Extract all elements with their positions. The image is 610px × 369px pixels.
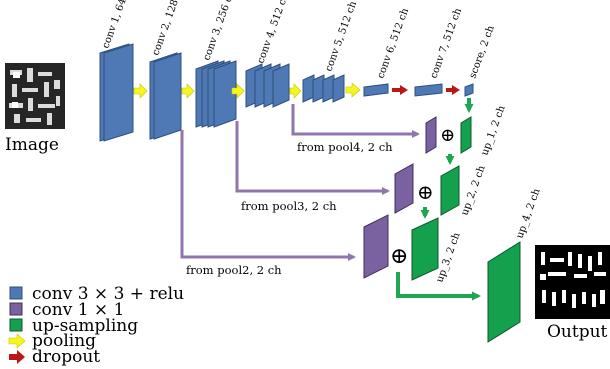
score-label: score, 2 ch (467, 24, 496, 80)
conv2-label: conv 2, 128 ch (150, 0, 186, 57)
legend-conv3x3-swatch (9, 286, 23, 300)
up1-block (460, 116, 472, 154)
legend-item-conv1x1: conv 1 × 1 (9, 300, 124, 320)
sum-symbol-3: ⊕ (390, 244, 408, 269)
pool2-conv1x1-block (363, 214, 389, 279)
skip-pool2-line (180, 130, 356, 261)
score-block (464, 83, 474, 97)
conv5-label: conv 5, 512 ch (323, 0, 359, 73)
up4-block (487, 241, 521, 343)
legend-pooling-arrow-icon (8, 333, 26, 349)
legend-item-dropout: dropout (9, 347, 100, 367)
up1-label: up_1, 2 ch (479, 104, 507, 157)
output-label: Output (547, 322, 608, 342)
pool-arrow-1 (133, 83, 148, 99)
pool-arrow-3 (231, 83, 245, 99)
legend-upsampling-text: up-sampling (32, 316, 138, 336)
legend-item-upsampling: up-sampling (9, 316, 138, 336)
legend-dropout-text: dropout (32, 347, 100, 367)
legend-conv1x1-text: conv 1 × 1 (32, 300, 124, 320)
conv7-label: conv 7, 512 ch (428, 6, 464, 80)
pool-arrow-4 (289, 83, 302, 99)
up3-block (411, 217, 439, 281)
conv2-block (149, 52, 182, 140)
skip-pool2-label: from pool2, 2 ch (186, 263, 282, 277)
pool4-conv1x1-block (425, 116, 437, 154)
dropout-arrow-2 (446, 85, 460, 95)
skip-pool4-label: from pool4, 2 ch (297, 140, 393, 154)
skip-pool3-label: from pool3, 2 ch (241, 199, 337, 213)
up2-block (440, 165, 460, 216)
legend-dropout-arrow-icon (9, 350, 25, 364)
sum-symbol-1: ⊕ (440, 125, 455, 146)
legend-item-pooling: pooling (8, 331, 96, 351)
pool-arrow-2 (181, 83, 195, 99)
conv5-block (302, 74, 345, 103)
conv6-label: conv 6, 512 ch (375, 6, 411, 80)
dropout-arrow-1 (392, 85, 408, 95)
conv6-block (363, 83, 389, 97)
sum-symbol-2: ⊕ (417, 180, 434, 204)
up4-label: up_4, 2 ch (514, 187, 542, 240)
legend-conv1x1-swatch (9, 302, 23, 316)
legend-pooling-text: pooling (32, 331, 96, 351)
legend-item-conv3x3: conv 3 × 3 + relu (9, 284, 184, 304)
skip-pool4-line (291, 104, 420, 138)
skip-pool3-line (235, 121, 390, 195)
pool-arrow-5 (345, 82, 361, 98)
up3-to-up4-arrow (396, 272, 481, 301)
up3-label: up_3, 2 ch (434, 231, 462, 284)
input-label: Image (5, 135, 59, 155)
conv7-block (414, 83, 443, 97)
output-image (535, 245, 610, 319)
legend-upsampling-swatch (9, 318, 23, 332)
input-image (5, 63, 65, 129)
legend: conv 3 × 3 + relu conv 1 × 1 up-sampling… (8, 284, 184, 367)
conv4-label: conv 4, 512 ch (255, 0, 291, 65)
conv3-block (195, 60, 237, 128)
pool3-conv1x1-block (394, 163, 414, 214)
conv1-label: conv 1, 64 ch (100, 0, 134, 50)
conv3-label: conv 3, 256 ch (201, 0, 237, 62)
legend-conv3x3-text: conv 3 × 3 + relu (32, 284, 184, 304)
up2-label: up_2, 2 ch (459, 164, 487, 217)
conv1-block (99, 43, 134, 142)
conv4-block (245, 63, 290, 108)
